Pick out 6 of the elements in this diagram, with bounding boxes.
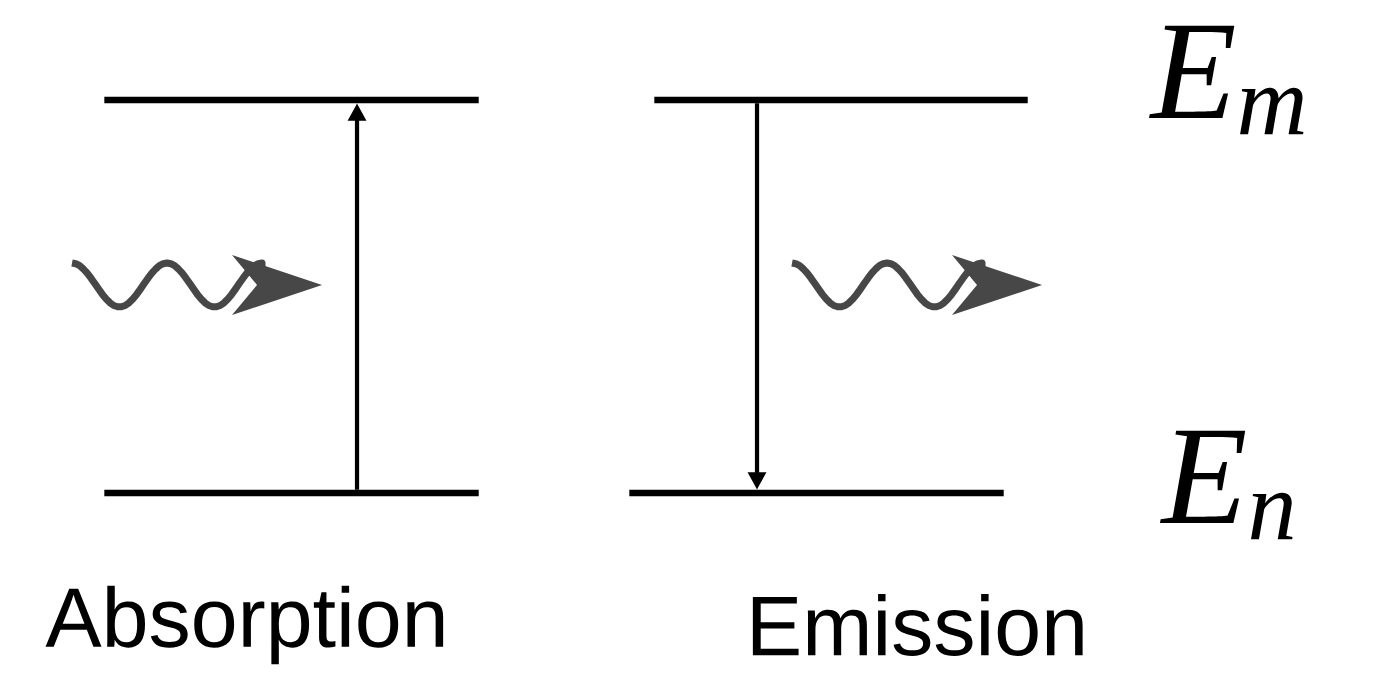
energy-level: [104, 489, 479, 497]
energy-label: E$_{m}$: [1149, 25, 1304, 135]
energy-level: [654, 96, 1028, 104]
energy-label: E$_{n}$: [1159, 430, 1293, 540]
process-label: Emission: [752, 594, 1083, 656]
process-label: Absorption: [45, 585, 444, 665]
